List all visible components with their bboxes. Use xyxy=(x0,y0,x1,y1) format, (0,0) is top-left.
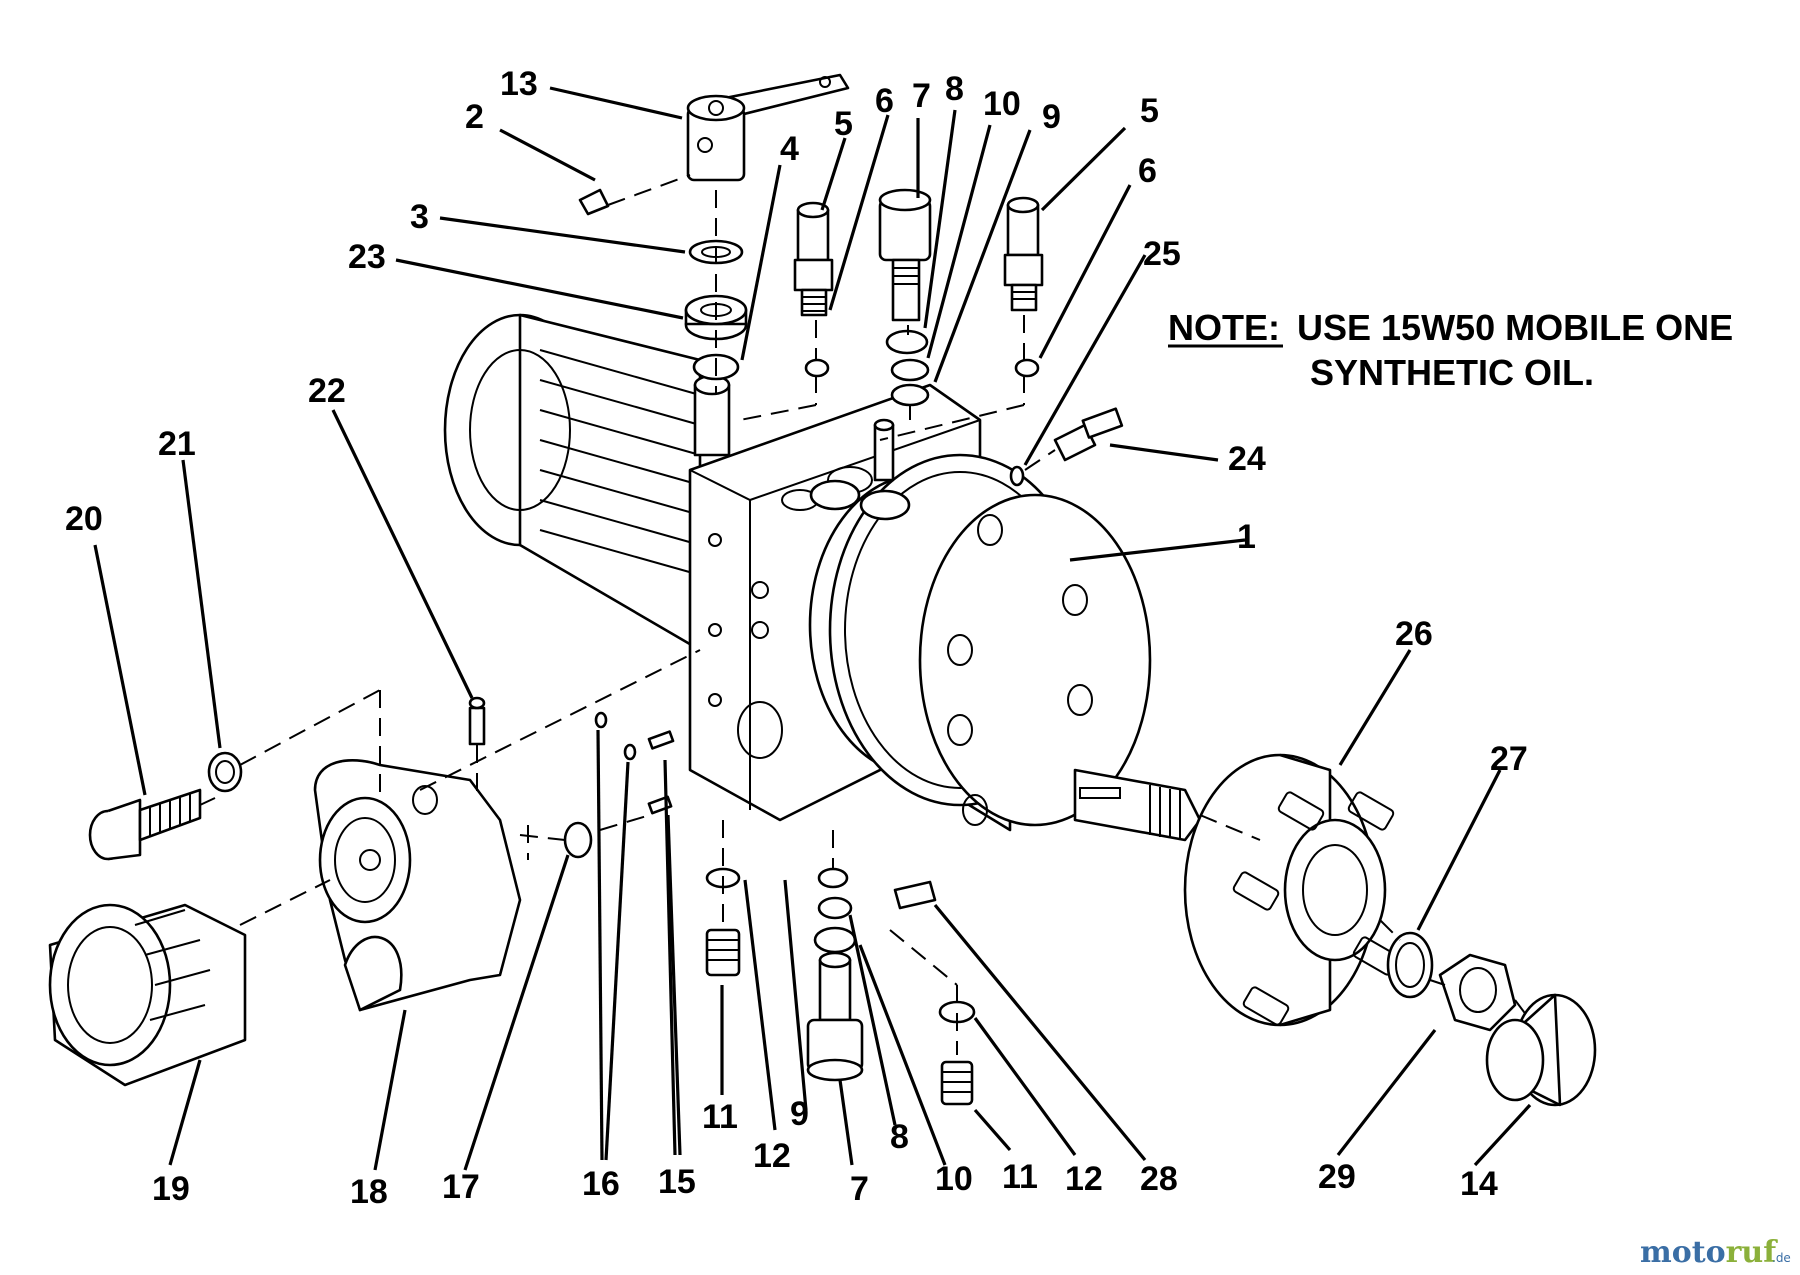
o-ring-part-6-left xyxy=(804,358,830,378)
callout-24: 24 xyxy=(1228,440,1266,478)
callout-10-bottom: 10 xyxy=(935,1160,973,1198)
callout-6-right: 6 xyxy=(1138,152,1157,190)
callout-13: 13 xyxy=(500,65,538,103)
pin-part-2 xyxy=(578,188,610,216)
watermark-part1: moto xyxy=(1640,1235,1726,1270)
callout-21: 21 xyxy=(158,425,196,463)
note-label: NOTE: xyxy=(1168,307,1280,348)
fitting-part-5-left xyxy=(793,201,834,317)
callout-2: 2 xyxy=(465,98,484,136)
plug-part-11-right xyxy=(940,1060,974,1106)
ball-part-16-b xyxy=(623,743,637,761)
callout-11-right: 11 xyxy=(1002,1158,1038,1196)
callout-19: 19 xyxy=(152,1170,190,1208)
callout-22: 22 xyxy=(308,372,346,410)
callout-23: 23 xyxy=(348,238,386,276)
callout-20: 20 xyxy=(65,500,103,538)
leader-lines xyxy=(93,86,1532,1171)
note-line1: USE 15W50 MOBILE ONE xyxy=(1297,307,1733,348)
callout-7-bottom: 7 xyxy=(850,1170,869,1208)
callout-9-top: 9 xyxy=(1042,98,1061,136)
callout-26: 26 xyxy=(1395,615,1433,653)
callout-6-left: 6 xyxy=(875,82,894,120)
dust-cap-part-14 xyxy=(1485,993,1597,1107)
o-ring-part-6-right xyxy=(1014,358,1040,378)
callout-5-right: 5 xyxy=(1140,92,1159,130)
callout-28: 28 xyxy=(1140,1160,1178,1198)
bolt-part-20 xyxy=(88,788,202,861)
filter-adapter-part-18 xyxy=(313,759,522,1012)
callout-3: 3 xyxy=(410,198,429,236)
callout-16: 16 xyxy=(582,1165,620,1203)
callout-4: 4 xyxy=(780,130,799,168)
bolt-part-7-bottom xyxy=(806,951,864,1082)
callout-8-top: 8 xyxy=(945,70,964,108)
callout-7-top: 7 xyxy=(912,77,931,115)
callout-17: 17 xyxy=(442,1168,480,1206)
note-line2: SYNTHETIC OIL. xyxy=(1310,352,1594,393)
callout-8-bottom: 8 xyxy=(890,1118,909,1156)
oil-filter-part-19 xyxy=(48,903,247,1087)
callout-5-left: 5 xyxy=(834,105,853,143)
bolt-part-7-top xyxy=(878,188,932,322)
washer-part-21 xyxy=(207,751,243,793)
callout-15: 15 xyxy=(658,1163,696,1201)
o-rings-part-8-10-9-top xyxy=(885,329,930,407)
grease-fitting-part-22 xyxy=(468,696,486,746)
callout-25: 25 xyxy=(1143,235,1181,273)
watermark-suffix: .de xyxy=(1772,1251,1791,1265)
fitting-part-5-right xyxy=(1003,196,1044,312)
breather-part-24 xyxy=(1053,407,1124,462)
hydraulic-motor-body xyxy=(443,313,1202,842)
callout-11-left: 11 xyxy=(702,1098,738,1136)
watermark-logo: motoruf .de xyxy=(1640,1235,1791,1270)
callout-10-top: 10 xyxy=(983,85,1021,123)
callout-12-right: 12 xyxy=(1065,1160,1103,1198)
watermark-part2: ruf xyxy=(1726,1235,1779,1270)
callout-27: 27 xyxy=(1490,740,1528,778)
callout-12-left: 12 xyxy=(753,1137,791,1175)
wheel-hub-part-26 xyxy=(1183,753,1400,1027)
plug-part-11-left xyxy=(705,928,741,977)
ball-part-16-a xyxy=(594,711,608,729)
callout-1: 1 xyxy=(1237,518,1256,556)
snap-ring-part-27 xyxy=(1386,931,1434,999)
callout-29: 29 xyxy=(1318,1158,1356,1196)
nut-part-29 xyxy=(1438,953,1517,1032)
svg-text:motoruf: motoruf xyxy=(1640,1235,1778,1270)
o-ring-part-17 xyxy=(563,821,593,859)
oil-note: NOTE: USE 15W50 MOBILE ONE SYNTHETIC OIL… xyxy=(1168,307,1733,393)
callout-14: 14 xyxy=(1460,1165,1498,1203)
key-part-28 xyxy=(893,880,937,910)
callout-labels: 13 2 3 23 4 5 6 7 8 10 9 5 6 25 22 21 20… xyxy=(65,65,1528,1211)
o-ring-part-25 xyxy=(1009,465,1025,487)
callout-18: 18 xyxy=(350,1173,388,1211)
callout-9-bottom: 9 xyxy=(790,1095,809,1133)
lever-arm-part-13 xyxy=(686,73,850,182)
o-rings-part-9-8-10-bottom xyxy=(813,867,857,954)
assembly-lines xyxy=(199,174,1531,1055)
pin-part-15-a xyxy=(647,730,675,750)
